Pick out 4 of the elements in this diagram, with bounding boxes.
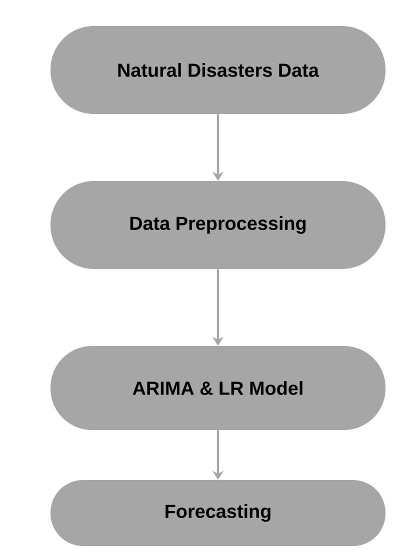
process-box: Data Preprocessing — [50, 181, 386, 269]
process-box: Forecasting — [50, 480, 386, 546]
process-box: Natural Disasters Data — [50, 26, 386, 114]
process-box: ARIMA & LR Model — [50, 346, 386, 430]
